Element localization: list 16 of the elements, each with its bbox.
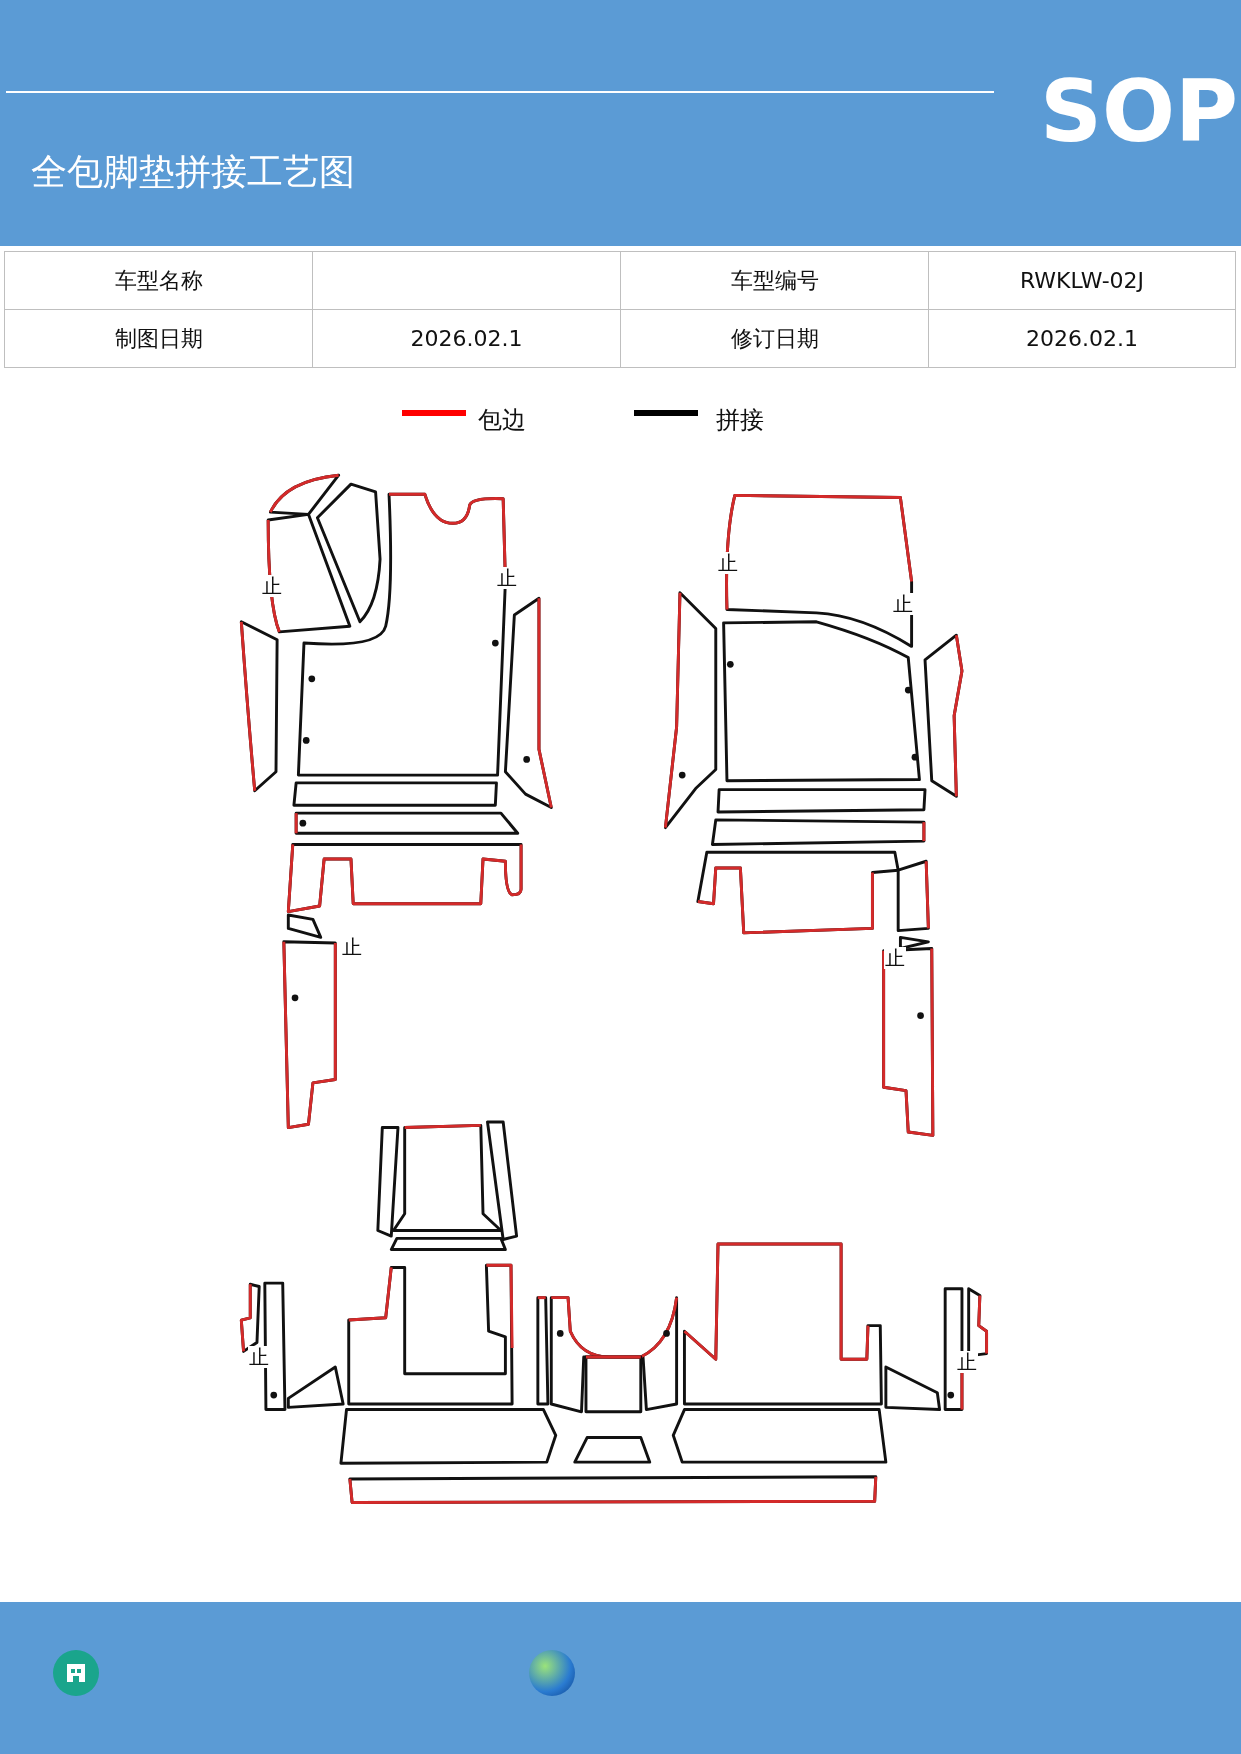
table-cell: 2026.02.1 [928, 309, 1236, 368]
table-cell: 车型名称 [4, 251, 313, 310]
table-cell: 制图日期 [4, 309, 313, 368]
page-title: 全包脚垫拼接工艺图 [31, 150, 355, 194]
stop-mark: 止 [884, 946, 906, 969]
table-cell: RWKLW-02J [928, 251, 1236, 310]
stop-mark: 止 [341, 935, 364, 958]
stop-mark: 止 [260, 575, 283, 598]
stop-mark: 止 [717, 551, 740, 574]
stop-mark: 止 [248, 1346, 271, 1369]
stop-mark: 止 [495, 567, 518, 590]
document-code: SOP [1040, 68, 1239, 154]
stop-mark: 止 [955, 1350, 978, 1373]
stop-mark: 止 [891, 593, 914, 616]
legend-label: 拼接 [716, 405, 764, 436]
legend-label: 包边 [478, 405, 526, 436]
